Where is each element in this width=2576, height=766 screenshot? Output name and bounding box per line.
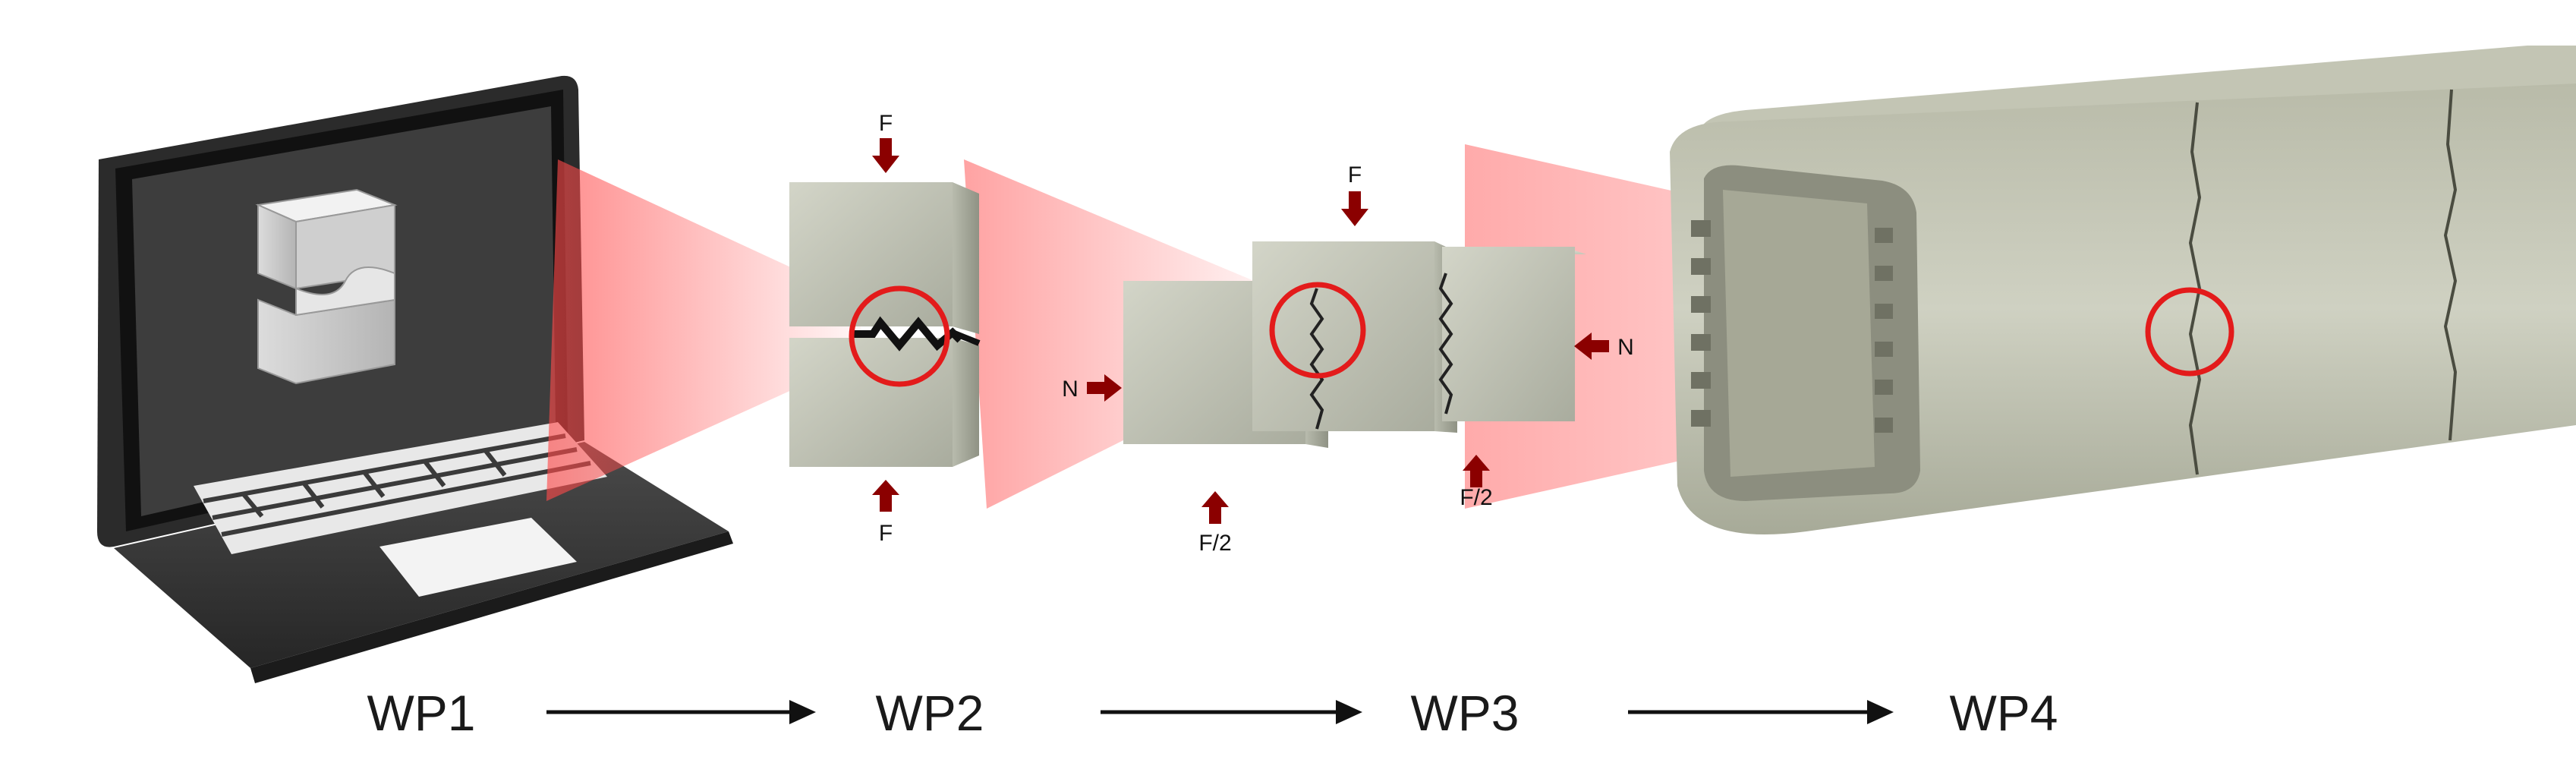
highlight-circle-wp4 [2145, 287, 2234, 377]
zoom-beam-wp1-wp2 [546, 159, 865, 501]
wp4-tube-structure [1670, 46, 2576, 534]
wp2-specimen [789, 138, 981, 512]
wp3-joint-left [1309, 288, 1324, 430]
force-label-wp2-bottom: F [879, 521, 893, 546]
flow-arrow-3-head [1867, 700, 1894, 724]
force-label-wp3-bottom-right: F/2 [1460, 485, 1492, 510]
force-label-wp3-top: F [1348, 162, 1362, 188]
highlight-circle-wp3 [1269, 282, 1366, 379]
force-arrow-top [872, 138, 899, 173]
highlight-circle-wp2 [849, 285, 950, 387]
shear-key-joint [850, 316, 963, 351]
force-labels: F F F N N F/2 F/2 [879, 111, 1634, 556]
stage-label-wp1: WP1 [367, 685, 475, 741]
tube-shear-keys [1691, 220, 1893, 433]
flow-arrow-1-head [789, 700, 816, 724]
force-arrow-top [1341, 191, 1368, 226]
workflow-sequence: WP1 WP2 WP3 WP4 [367, 685, 2058, 741]
wp3-specimen [1087, 191, 1609, 524]
trackpad [379, 518, 577, 597]
stage-label-wp3: WP3 [1410, 685, 1519, 741]
force-label-wp3-right-normal: N [1617, 335, 1634, 360]
force-label-wp3-bottom-left: F/2 [1198, 531, 1231, 556]
tube-segment-joint [2443, 89, 2458, 441]
flow-arrow-2-head [1336, 700, 1362, 724]
force-arrow-left-normal [1087, 374, 1122, 402]
stage-label-wp2: WP2 [875, 685, 984, 741]
force-arrow-bottom-right [1463, 455, 1490, 487]
force-arrow-bottom-left [1201, 491, 1229, 524]
wp3-joint-right [1438, 273, 1453, 415]
force-arrow-right-normal [1574, 333, 1609, 360]
fem-model-graphic [255, 188, 398, 385]
force-arrow-bottom [872, 480, 899, 512]
force-label-wp3-left-normal: N [1062, 377, 1079, 402]
laptop-illustration [97, 75, 733, 683]
keyboard [194, 422, 607, 554]
stage-label-wp4: WP4 [1949, 685, 2058, 741]
force-label-wp2-top: F [879, 111, 893, 136]
